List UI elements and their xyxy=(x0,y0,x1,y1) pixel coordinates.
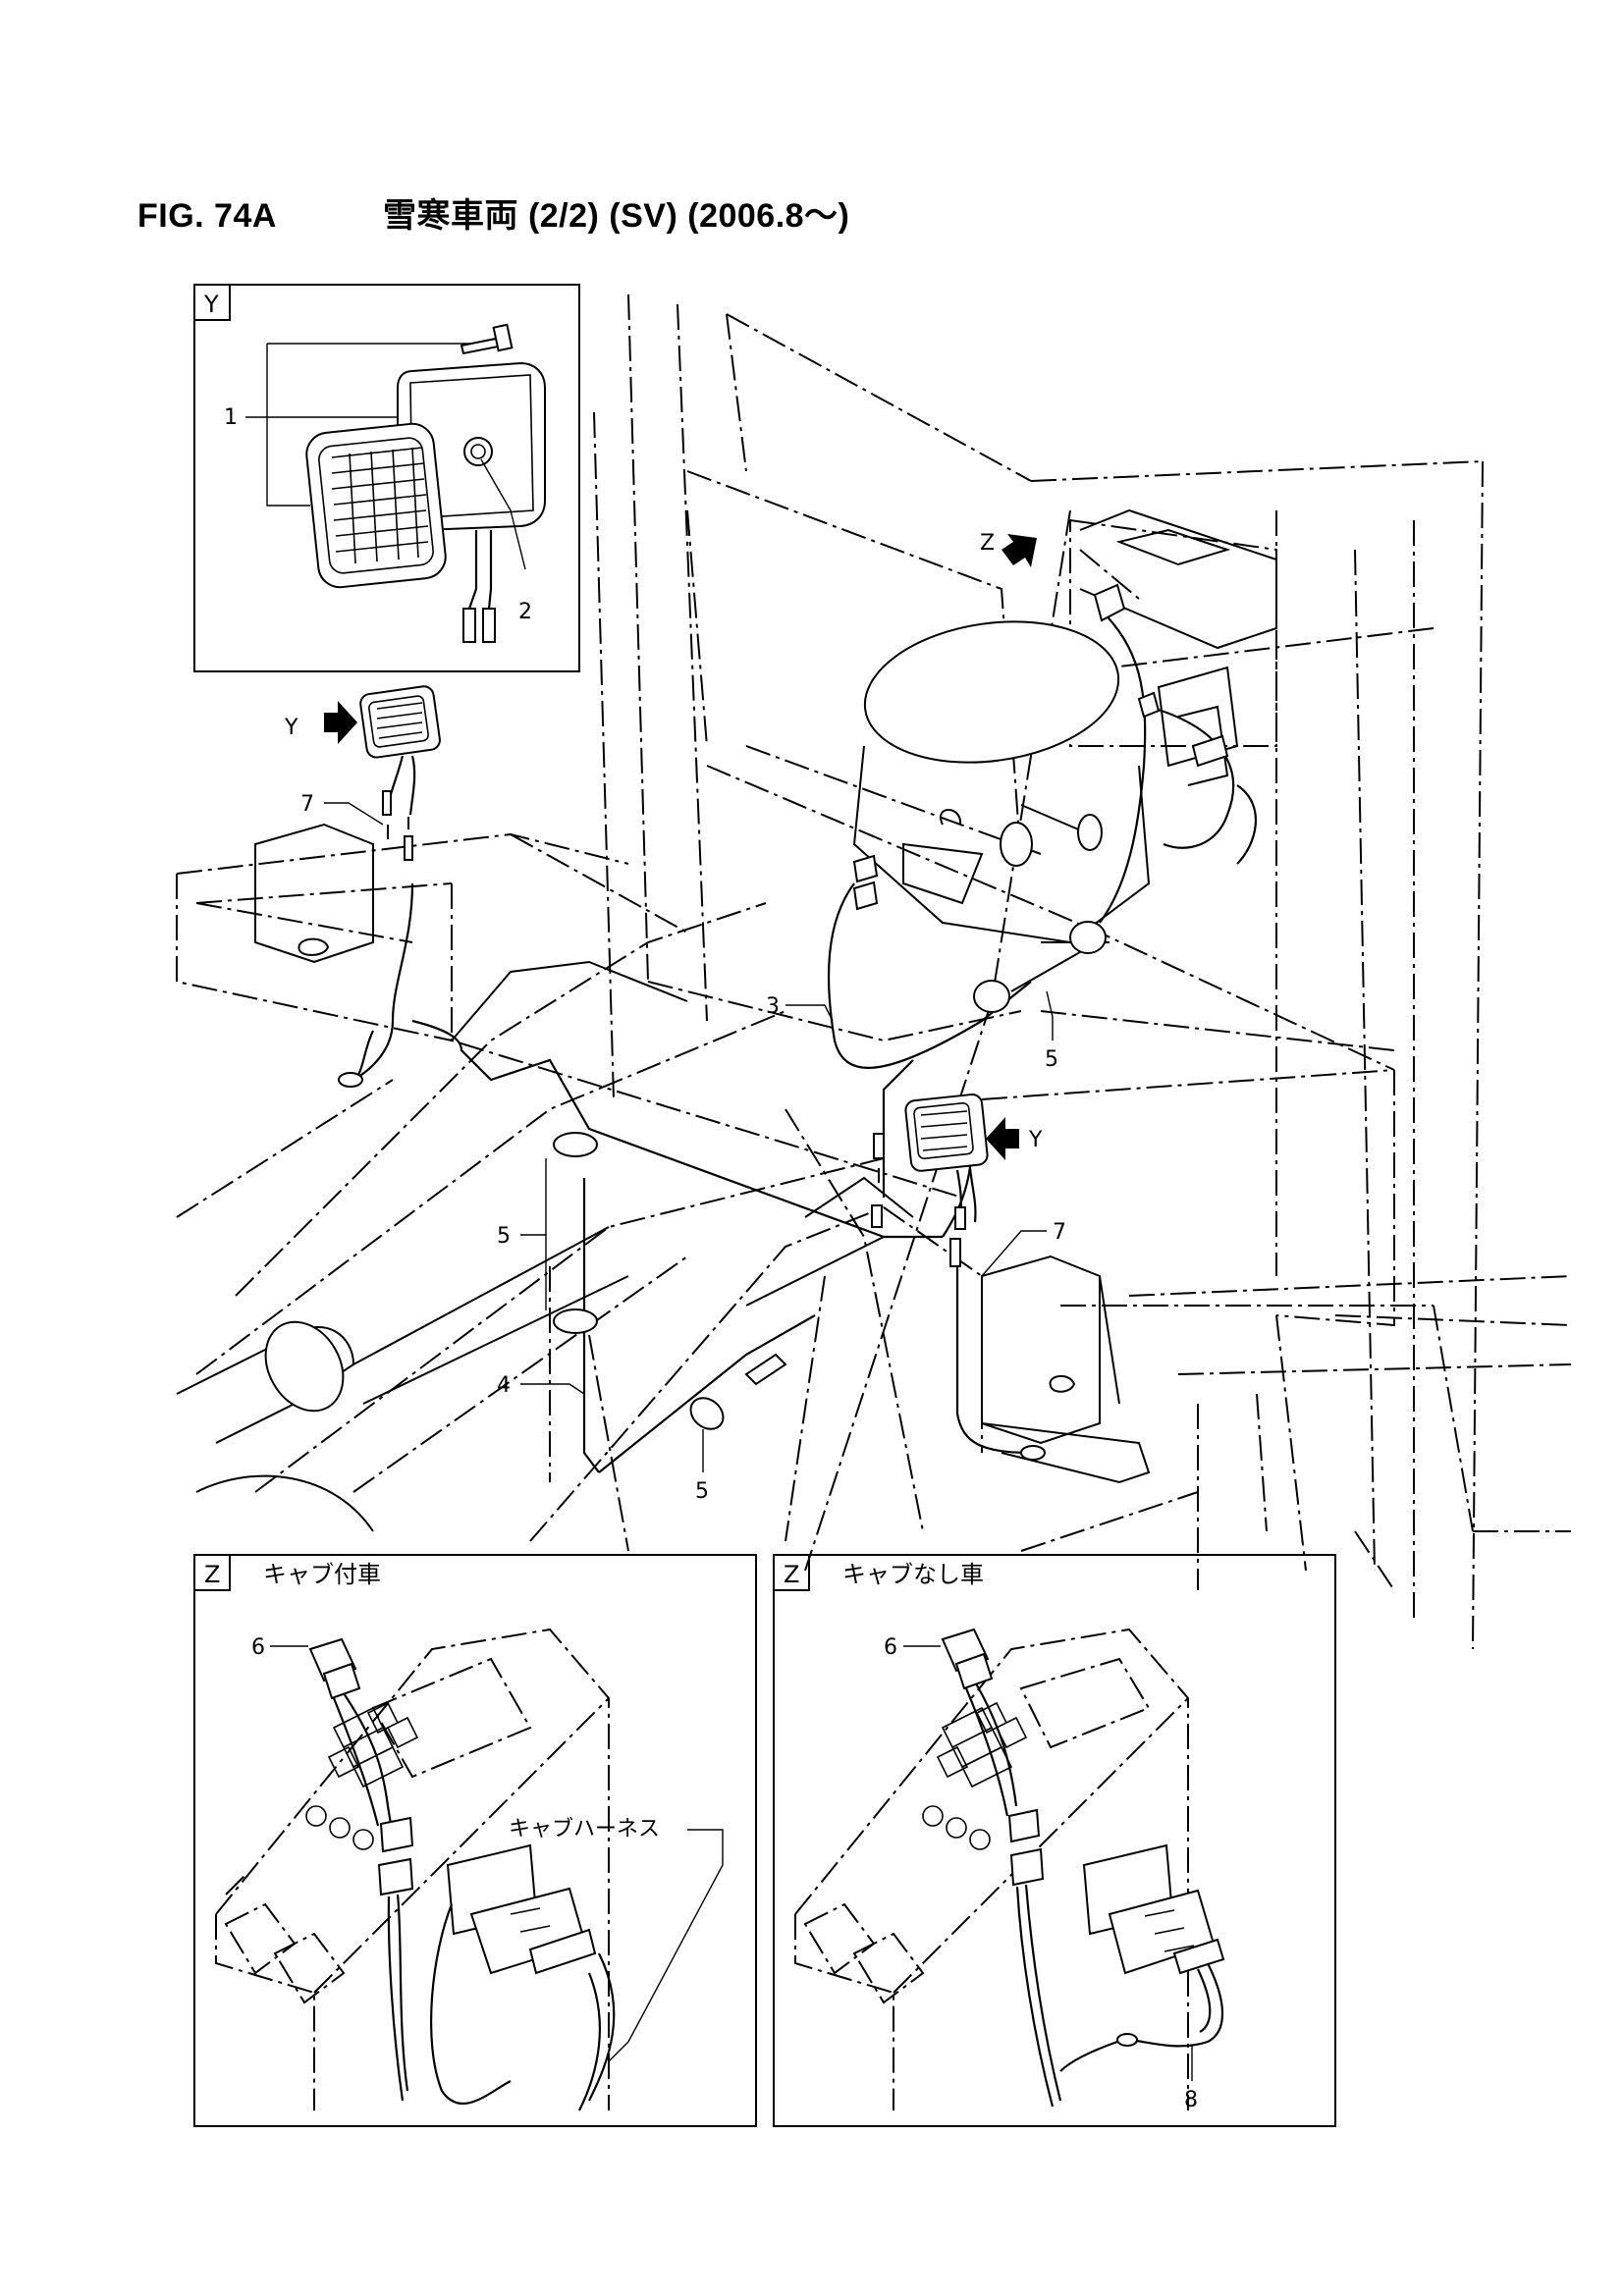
callout-3: 3 xyxy=(766,994,780,1019)
left-bracket xyxy=(195,823,413,964)
view-arrow-y-right-label: Y xyxy=(1028,1128,1043,1152)
inset-z-cab-tag: Z xyxy=(204,1561,220,1588)
view-arrow-z: Z xyxy=(980,531,1037,567)
inset-z-nocab-tag-box xyxy=(773,1554,810,1591)
upper-harness xyxy=(827,583,1258,1069)
inset-y-callout-1: 1 xyxy=(224,405,238,430)
callout-5-bottom: 5 xyxy=(695,1479,709,1504)
view-arrow-y-left-label: Y xyxy=(284,716,298,740)
inset-z-cab-caption: キャブ付車 xyxy=(263,1561,381,1588)
callout-5-top: 5 xyxy=(1045,1047,1058,1072)
inset-z-cab: Z キャブ付車 6 xyxy=(193,1554,757,2127)
inset-y-frame xyxy=(193,284,580,672)
inset-z-nocab-callout-8: 8 xyxy=(1184,2088,1198,2112)
cab-console xyxy=(852,620,1151,944)
inset-z-nocab: Z キャブなし車 8 6 xyxy=(773,1554,1336,2127)
main-callouts: 7 3 5 5 4 5 7 xyxy=(300,792,1066,1504)
work-light-left xyxy=(359,685,441,861)
callout-5-left: 5 xyxy=(497,1224,511,1249)
inset-z-nocab-tag: Z xyxy=(784,1561,799,1588)
inset-z-cab-callout-6: 6 xyxy=(251,1635,265,1660)
inset-y: Y 1 2 xyxy=(193,284,580,672)
boom-arm xyxy=(451,960,914,1307)
inset-y-callout-2: 2 xyxy=(518,600,532,624)
side-console xyxy=(1079,508,1277,786)
inset-z-nocab-callout-6: 6 xyxy=(884,1635,897,1660)
inset-z-cab-tag-box xyxy=(193,1554,231,1591)
lower-harness xyxy=(338,882,1046,1473)
work-light-right xyxy=(871,1094,989,1267)
view-arrow-y-right: Y xyxy=(986,1117,1043,1160)
inset-y-tag-box xyxy=(193,284,231,321)
figure-caption: 雪寒車両 (2/2) (SV) (2006.8〜) xyxy=(383,197,850,235)
boom-cylinder xyxy=(176,1226,629,1532)
inset-z-nocab-frame xyxy=(773,1554,1336,2127)
right-bracket xyxy=(981,1255,1151,1484)
view-arrow-z-label: Z xyxy=(980,531,995,556)
callout-7-right: 7 xyxy=(1053,1220,1066,1245)
inset-y-tag: Y xyxy=(203,291,219,318)
callout-4: 4 xyxy=(497,1373,511,1398)
callout-7-left: 7 xyxy=(300,792,314,817)
inset-z-cab-frame xyxy=(193,1554,757,2127)
inset-z-nocab-caption: キャブなし車 xyxy=(842,1561,984,1588)
clamps xyxy=(553,921,1107,1430)
figure-title: FIG. 74A 雪寒車両 (2/2) (SV) (2006.8〜) xyxy=(137,188,849,237)
figure-number: FIG. 74A xyxy=(137,197,277,235)
inset-z-cab-harness-label: キャブハーネス xyxy=(509,1817,660,1842)
view-arrow-y-left: Y xyxy=(284,701,357,744)
